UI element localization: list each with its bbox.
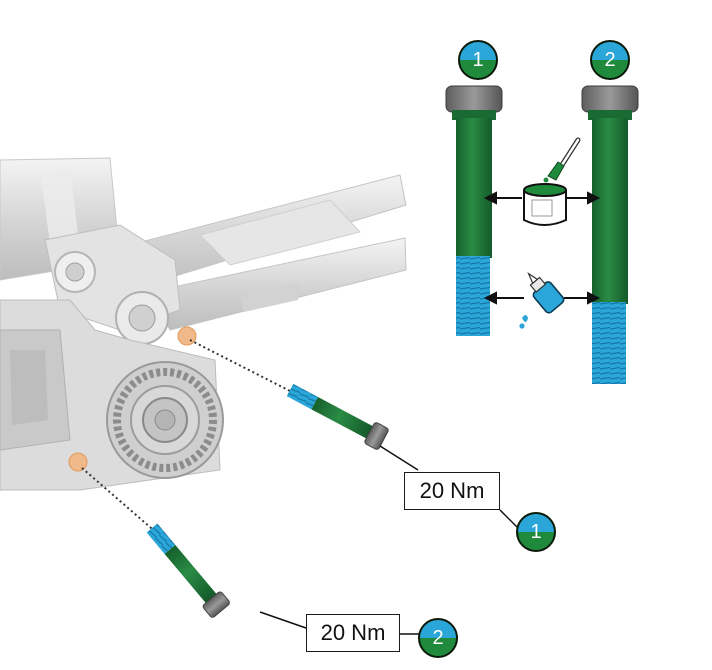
step-number: 2 [604, 49, 616, 71]
grease-arrows [483, 191, 601, 205]
threadlock-arrows [483, 291, 601, 305]
step-number: 1 [472, 49, 484, 71]
detail-bolt-2 [581, 85, 639, 384]
assembly-bolt-2 [146, 523, 230, 618]
grease-brush-icon [523, 137, 581, 226]
step-badge-1: 1 [516, 512, 556, 552]
assembly-bolt-1 [286, 383, 389, 450]
step-badge-2-top: 2 [590, 40, 630, 80]
threadlock-bottle-icon [519, 272, 565, 329]
torque-label-2: 20 Nm [306, 614, 400, 652]
bike-frame [0, 157, 407, 491]
detail-bolt-1 [445, 85, 503, 336]
step-badge-2: 2 [418, 618, 458, 658]
torque-label-1: 20 Nm [404, 472, 500, 510]
step-number: 1 [530, 521, 542, 543]
step-badge-1-top: 1 [458, 40, 498, 80]
step-number: 2 [432, 627, 444, 649]
